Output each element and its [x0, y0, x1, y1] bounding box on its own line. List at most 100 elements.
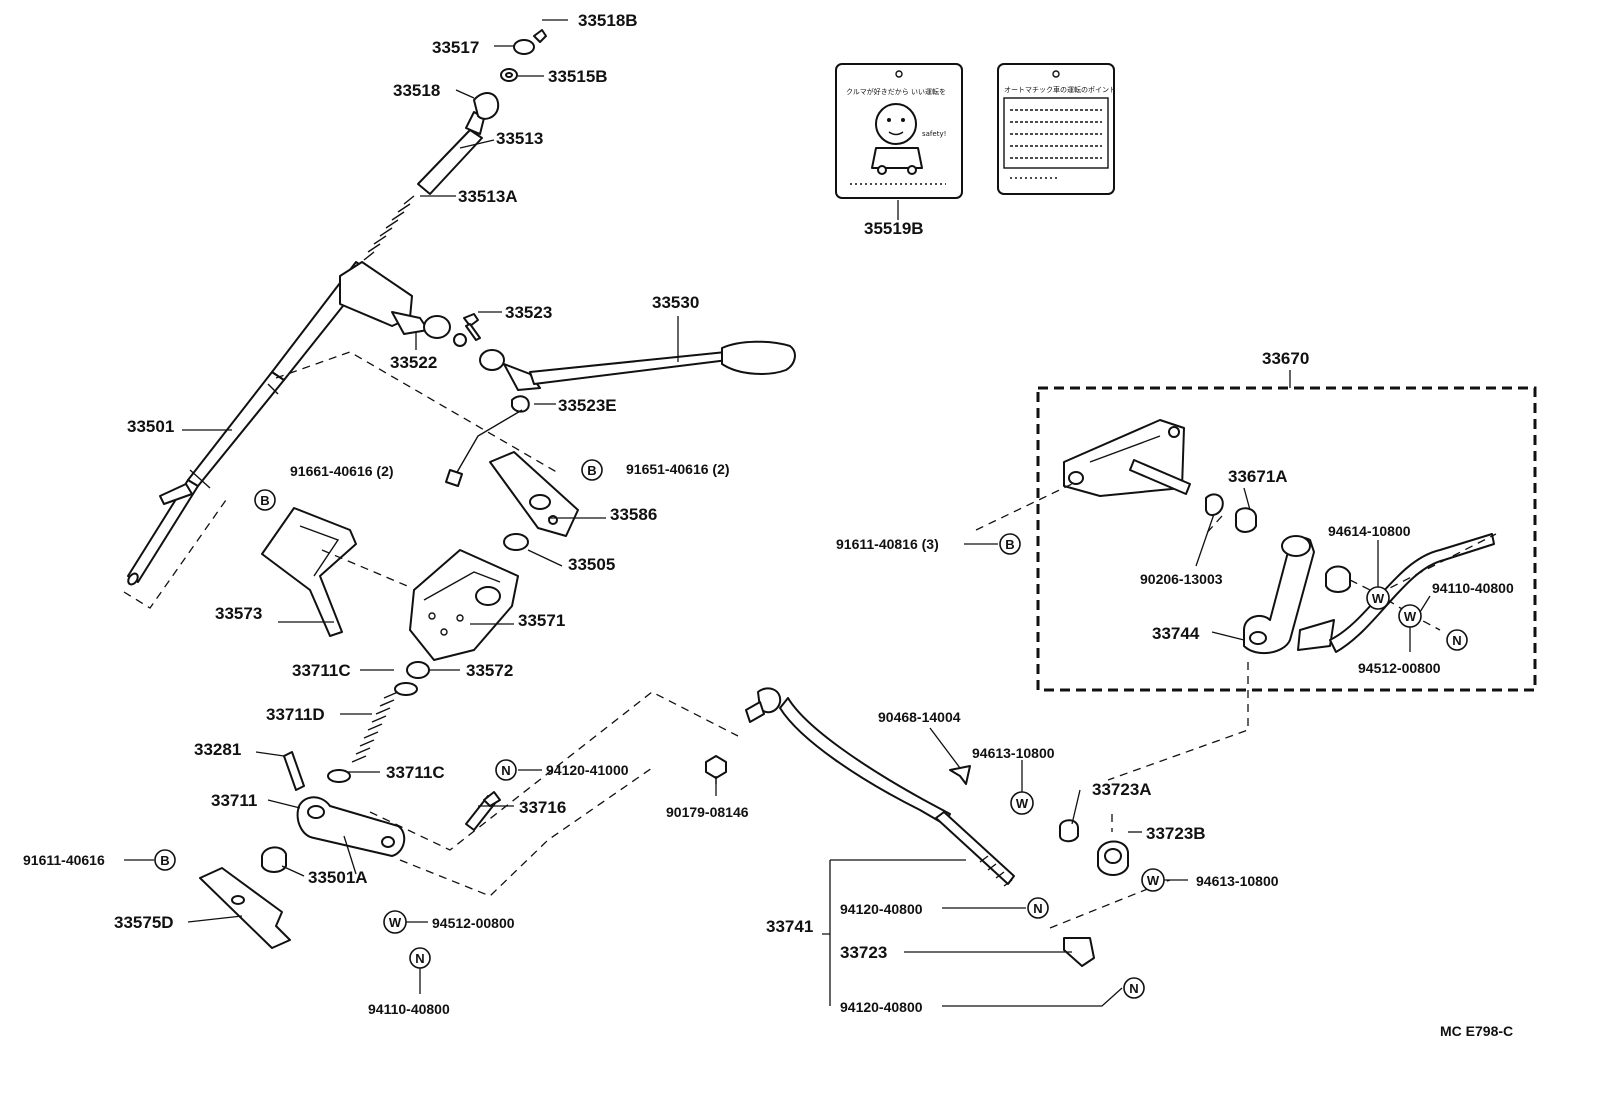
- label-33515B: 33515B: [548, 67, 608, 86]
- washer-symbol-94613-b: W: [1141, 868, 1165, 892]
- label-33711D: 33711D: [266, 705, 325, 724]
- caution-card-left: クルマが好きだから いい運転を safety!: [835, 63, 963, 199]
- washer-33711C-upper: [394, 682, 418, 696]
- washer-symbol-94614: W: [1366, 586, 1390, 610]
- label-94613-10800-b: 94613-10800: [1196, 873, 1279, 889]
- label-33671A: 33671A: [1228, 467, 1288, 486]
- lever-cable-33523E: [445, 395, 530, 487]
- washer-symbol-94613-a: W: [1010, 791, 1034, 815]
- svg-text:N: N: [1452, 633, 1461, 648]
- label-33744: 33744: [1152, 624, 1200, 643]
- label-94120-40800-b: 94120-40800: [840, 999, 923, 1015]
- cover-33573: [261, 507, 357, 637]
- bolt-symbol-91661: B: [254, 489, 276, 511]
- label-90179-08146: 90179-08146: [666, 804, 749, 820]
- card-left-title: クルマが好きだから いい運転を: [846, 87, 946, 96]
- label-90468-14004: 90468-14004: [878, 709, 961, 725]
- bushing-33723A: [1059, 819, 1079, 843]
- svg-text:B: B: [587, 463, 596, 478]
- bracket-assembly-33670: [1063, 419, 1191, 497]
- label-33571: 33571: [518, 611, 565, 630]
- label-90206-13003: 90206-13003: [1140, 571, 1223, 587]
- svg-text:W: W: [1147, 873, 1160, 888]
- bracket-33586: [489, 451, 579, 537]
- label-91611-40616: 91611-40616: [23, 852, 105, 868]
- bushing-33723B: [1097, 840, 1129, 876]
- label-94512-00800-a: 94512-00800: [432, 915, 515, 931]
- card-left-note: safety!: [922, 130, 946, 138]
- label-33523E: 33523E: [558, 396, 617, 415]
- svg-text:B: B: [260, 493, 269, 508]
- nut-symbol-94120-40800-a: N: [1027, 897, 1049, 919]
- control-rod-33741: [745, 687, 1015, 887]
- nut-symbol-94110-a: N: [409, 947, 431, 969]
- label-33723: 33723: [840, 943, 887, 962]
- spring-33711D: [351, 691, 399, 763]
- bolt-33523: [463, 313, 481, 341]
- svg-text:N: N: [501, 763, 510, 778]
- bushing-33501A: [261, 846, 287, 873]
- label-33501: 33501: [127, 417, 174, 436]
- svg-text:N: N: [415, 951, 424, 966]
- nut-symbol-94120-40800-b: N: [1123, 977, 1145, 999]
- label-91611-40816: 91611-40816 (3): [836, 536, 939, 552]
- label-91651-40616: 91651-40616 (2): [626, 461, 730, 477]
- label-33575D: 33575D: [114, 913, 174, 932]
- washer-symbol-94512-a: W: [383, 910, 407, 934]
- diagram-reference-code: MC E798-C: [1440, 1023, 1513, 1039]
- svg-text:W: W: [1016, 796, 1029, 811]
- label-33513A: 33513A: [458, 187, 518, 206]
- label-33522: 33522: [390, 353, 437, 372]
- label-33505: 33505: [568, 555, 615, 574]
- bolt-symbol-91611-40616: B: [154, 849, 176, 871]
- pin-33281: [283, 751, 305, 791]
- svg-text:B: B: [1005, 537, 1014, 552]
- label-94512-00800-b: 94512-00800: [1358, 660, 1441, 676]
- label-94110-40800-a: 94110-40800: [368, 1001, 450, 1017]
- label-33711C-upper: 33711C: [292, 661, 351, 680]
- washer-33711C-lower: [327, 769, 351, 783]
- label-94110-40800-b: 94110-40800: [1432, 580, 1514, 596]
- label-33711: 33711: [211, 791, 257, 810]
- bolt-symbol-91611-40816: B: [999, 533, 1021, 555]
- bushing-33572: [406, 661, 430, 679]
- stud-33716: [465, 791, 501, 831]
- svg-text:W: W: [1404, 609, 1417, 624]
- label-33530: 33530: [652, 293, 699, 312]
- svg-text:B: B: [160, 853, 169, 868]
- clip-90206-13003: [1205, 493, 1224, 516]
- svg-text:N: N: [1129, 981, 1138, 996]
- shift-lever-rod: [529, 340, 796, 385]
- label-91661-40616: 91661-40616 (2): [290, 463, 394, 479]
- label-33741: 33741: [766, 917, 813, 936]
- label-94120-40800-a: 94120-40800: [840, 901, 923, 917]
- nut-90179-08146: [705, 755, 727, 779]
- label-33711C-lower: 33711C: [386, 763, 445, 782]
- label-33501A: 33501A: [308, 868, 368, 887]
- bushing-94614-10800: [1325, 565, 1351, 593]
- card-right-title: オートマチック車の運転のポイント: [1004, 85, 1116, 94]
- label-33523: 33523: [505, 303, 552, 322]
- svg-text:W: W: [1372, 591, 1385, 606]
- label-33518: 33518: [393, 81, 440, 100]
- bushing-33671A: [1235, 507, 1257, 533]
- label-33518B: 33518B: [578, 11, 638, 30]
- assembly-33670-frame: [1036, 386, 1537, 692]
- bushing-33505: [503, 533, 529, 551]
- nut-symbol-94120-41000: N: [495, 759, 517, 781]
- label-94613-10800-a: 94613-10800: [972, 745, 1055, 761]
- label-33716: 33716: [519, 798, 566, 817]
- label-33723B: 33723B: [1146, 824, 1206, 843]
- label-33723A: 33723A: [1092, 780, 1152, 799]
- bracket-33575D: [199, 867, 291, 949]
- clip-90468-14004: [949, 765, 971, 785]
- label-33281: 33281: [194, 740, 241, 759]
- label-33513: 33513: [496, 129, 543, 148]
- label-33572: 33572: [466, 661, 513, 680]
- label-94614-10800: 94614-10800: [1328, 523, 1411, 539]
- label-33573: 33573: [215, 604, 262, 623]
- joint-33723: [1063, 937, 1095, 967]
- housing-33571: [409, 549, 519, 661]
- washer-symbol-94512-b: W: [1398, 604, 1422, 628]
